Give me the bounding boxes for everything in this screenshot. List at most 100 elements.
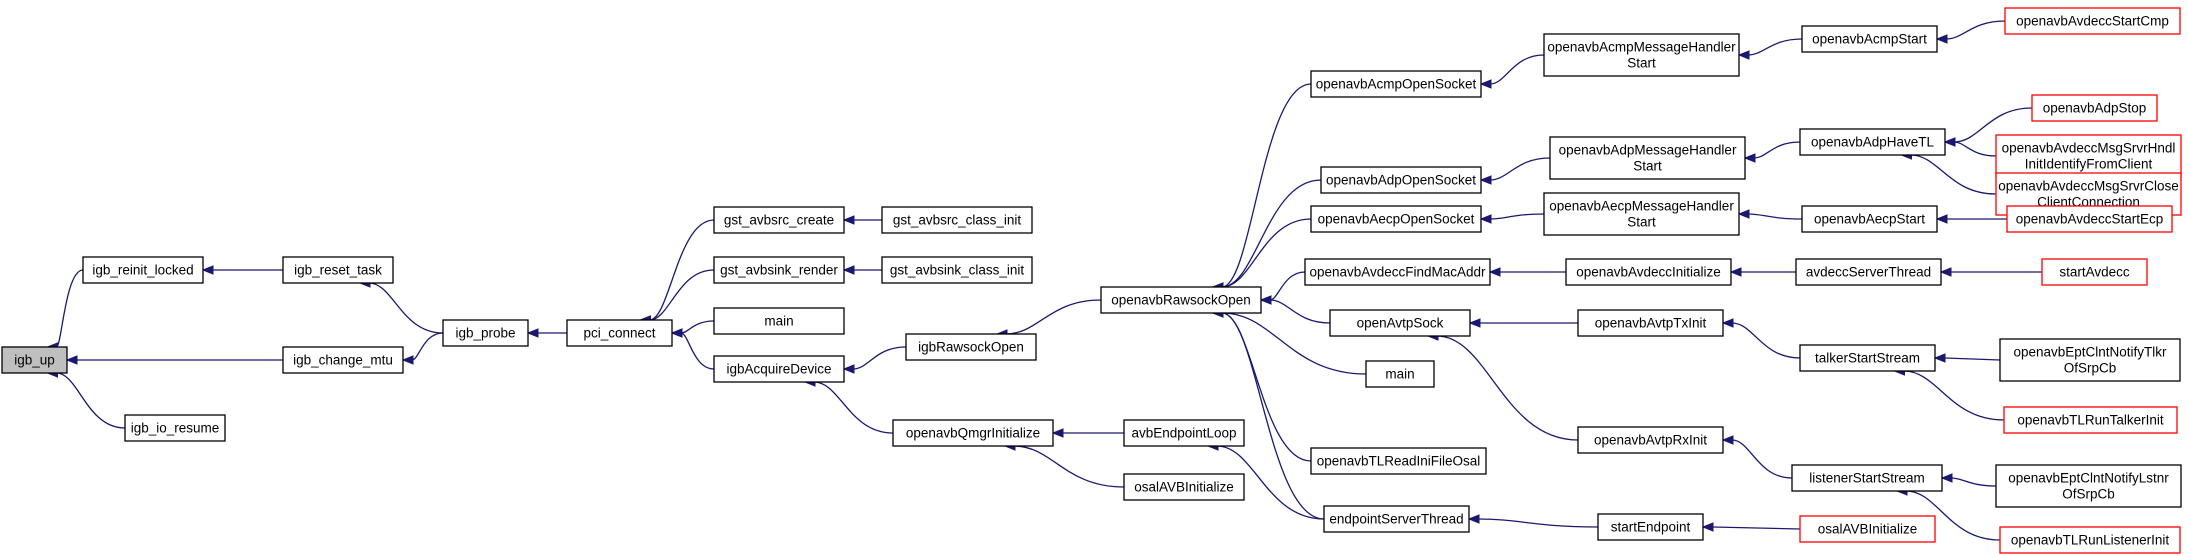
arrow-head-icon (1943, 137, 1956, 147)
node-label: main (1385, 367, 1414, 382)
node-label: openavbAecpOpenSocket (1318, 212, 1475, 227)
node-osalavbinitialize1[interactable]: osalAVBInitialize (1123, 473, 1245, 501)
node-igb_reset_task[interactable]: igb_reset_task (282, 256, 394, 284)
node-box (1995, 134, 2182, 178)
edge-line (1216, 445, 1325, 520)
arrow-head-icon (842, 215, 855, 225)
node-box (442, 319, 529, 347)
node-igb_reinit_locked[interactable]: igb_reinit_locked (82, 256, 204, 284)
edge-line (55, 269, 84, 348)
edge-line (649, 219, 715, 321)
node-openavbacmpstart[interactable]: openavbAcmpStart (1801, 25, 1938, 53)
node-label: openavbAvtpTxInit (1595, 316, 1707, 331)
node-label: openavbEptClntNotifyTlkr (2013, 345, 2167, 360)
node-label: openavbAvtpRxInit (1594, 433, 1707, 448)
node-openavbadpopensocket[interactable]: openavbAdpOpenSocket (1320, 166, 1482, 194)
edge-openavbavdeccmsgsrvrcloseclientconnection-to-openavbadphavetl (1900, 150, 1997, 195)
node-label: openavbAdpStop (2043, 101, 2147, 116)
edge-line (411, 332, 444, 361)
node-igbacquiredevice[interactable]: igbAcquireDevice (713, 355, 845, 383)
node-osalavbinitialize2[interactable]: osalAVBInitialize (1799, 515, 1936, 543)
edge-line (56, 372, 126, 429)
node-openavbavdeccstartcmp[interactable]: openavbAvdeccStartCmp (2004, 7, 2181, 35)
node-label: Start (1627, 215, 1656, 230)
edge-line (1005, 299, 1102, 335)
node-openavbavdeccfindmacaddr[interactable]: openavbAvdeccFindMacAddr (1304, 258, 1491, 286)
node-openavbacmpopensocket[interactable]: openavbAcmpOpenSocket (1310, 70, 1482, 98)
node-label: avbEndpointLoop (1131, 426, 1236, 441)
node-label: openavbAvdeccInitialize (1576, 265, 1721, 280)
node-box (1304, 258, 1491, 286)
node-gst_avbsink_render[interactable]: gst_avbsink_render (713, 256, 845, 284)
edge-startendpoint-to-endpointserverthread (1467, 514, 1599, 528)
arrow-head-icon (1737, 209, 1750, 219)
node-openavbtlruntalkerinit[interactable]: openavbTLRunTalkerInit (2003, 406, 2178, 434)
node-openavbqmgrinitialize[interactable]: openavbQmgrInitialize (892, 419, 1054, 447)
node-box (713, 355, 845, 383)
node-openavbavdeccstartecp[interactable]: openavbAvdeccStartEcp (2006, 205, 2173, 233)
node-main1[interactable]: main (713, 307, 845, 335)
node-startendpoint[interactable]: startEndpoint (1597, 513, 1704, 541)
node-avbendpointloop[interactable]: avbEndpointLoop (1123, 419, 1245, 447)
arrow-head-icon (1721, 318, 1734, 328)
node-box (881, 256, 1033, 284)
node-gst_avbsrc_create[interactable]: gst_avbsrc_create (713, 206, 845, 234)
node-avdeccserverthread[interactable]: avdeccServerThread (1795, 258, 1942, 286)
node-main2[interactable]: main (1365, 360, 1435, 388)
node-startavdecc[interactable]: startAvdecc (2041, 258, 2148, 286)
node-openavbadpstop[interactable]: openavbAdpStop (2031, 94, 2158, 122)
arrow-head-icon (65, 355, 78, 365)
edge-openavbaecpmessagehandlerstart-to-openavbaecpopensocket (1479, 213, 1545, 224)
node-label: openavbAcmpMessageHandler (1547, 40, 1736, 55)
node-igb_change_mtu[interactable]: igb_change_mtu (282, 346, 404, 374)
node-label: avdeccServerThread (1806, 265, 1931, 280)
node-gst_avbsrc_class_init[interactable]: gst_avbsrc_class_init (881, 206, 1033, 234)
node-igb_io_resume[interactable]: igb_io_resume (124, 414, 226, 442)
node-openavbavtprxinit[interactable]: openavbAvtpRxInit (1577, 426, 1724, 454)
edge-openavbaecpstart-to-openavbaecpmessagehandlerstart (1737, 209, 1803, 220)
node-openavbavdeccmsgsrvrhndlinitidentifyfromclient[interactable]: openavbAvdeccMsgSrvrHndlInitIdentifyFrom… (1995, 134, 2182, 178)
edge-line (1944, 357, 2001, 361)
edge-openavbtlruntalkerinit-to-talkerstartstream (1893, 366, 2005, 421)
arrow-head-icon (1479, 175, 1492, 185)
node-openavbtlrunlistenerinit[interactable]: openavbTLRunListenerInit (1999, 526, 2181, 554)
node-endpointserverthread[interactable]: endpointServerThread (1323, 505, 1470, 533)
node-label: openavbEptClntNotifyLstnr (2008, 471, 2169, 486)
node-pci_connect[interactable]: pci_connect (566, 319, 673, 347)
edge-pci_connect-to-igb_probe (526, 328, 567, 338)
edge-line (1731, 439, 1793, 479)
arrow-head-icon (1468, 318, 1481, 328)
edge-line (1953, 107, 2033, 143)
node-igb_probe[interactable]: igb_probe (442, 319, 529, 347)
node-openavbavtptxinit[interactable]: openavbAvtpTxInit (1577, 309, 1724, 337)
edge-openavbadphavetl-to-openavbadpmessagehandlerstart (1743, 141, 1801, 163)
node-igbrawsockopen[interactable]: igbRawsockOpen (905, 333, 1037, 361)
node-box (1543, 33, 1740, 77)
edge-avbendpointloop-to-openavbqmgrinitialize (1051, 428, 1124, 438)
node-openavbavdeccmsgsrvrcloseclientconnection[interactable]: openavbAvdeccMsgSrvrCloseClientConnectio… (1995, 172, 2182, 216)
node-talkerstartstream[interactable]: talkerStartStream (1799, 344, 1936, 372)
node-box (82, 256, 204, 284)
node-openavbavdeccinitialize[interactable]: openavbAvdeccInitialize (1565, 258, 1732, 286)
node-box (124, 414, 226, 442)
node-label: osalAVBInitialize (1134, 480, 1234, 495)
node-box (1123, 473, 1245, 501)
edge-line (1950, 477, 1997, 487)
node-listenerstartstream[interactable]: listenerStartStream (1791, 464, 1943, 492)
node-openavbaecpopensocket[interactable]: openavbAecpOpenSocket (1310, 205, 1482, 233)
node-openavbrawsockopen[interactable]: openavbRawsockOpen (1100, 286, 1262, 314)
node-openavbtlreadinifileosal[interactable]: openavbTLReadIniFileOsal (1310, 447, 1487, 475)
node-openavbaecpstart[interactable]: openavbAecpStart (1801, 205, 1938, 233)
node-openavbadphavetl[interactable]: openavbAdpHaveTL (1799, 128, 1946, 156)
node-label: openavbAvdeccMsgSrvrClose (1998, 179, 2179, 194)
node-label: igb_reinit_locked (92, 263, 193, 278)
node-gst_avbsink_class_init[interactable]: gst_avbsink_class_init (881, 256, 1033, 284)
edge-gst_avbsrc_class_init-to-gst_avbsrc_create (842, 215, 882, 225)
arrow-head-icon (1701, 522, 1714, 532)
node-openavtpsock[interactable]: openAvtpSock (1329, 309, 1471, 337)
